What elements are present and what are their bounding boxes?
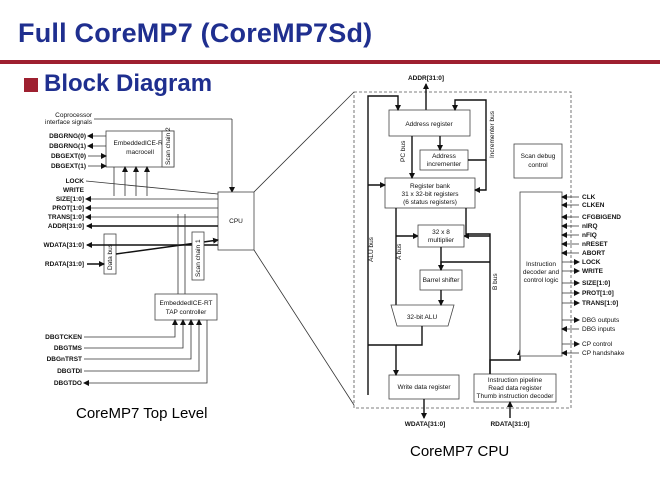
dbg-signal-label: DBGEXT(1): [51, 163, 86, 170]
alu-label: 32-bit ALU: [407, 314, 438, 321]
multiplier-label: 32 x 8: [432, 229, 450, 236]
right-signal-label: PROT[1:0]: [582, 290, 614, 297]
right-signal-label: CLKEN: [582, 202, 605, 209]
svg-text:decoder and: decoder and: [523, 269, 560, 276]
right-signals: CLK CLKEN CFGBIGEND nIRQ nFIQ nRESET ABO…: [561, 194, 625, 357]
right-signal-label: TRANS[1:0]: [582, 300, 618, 307]
dbg-signal-label: DBGRNG(1): [49, 143, 86, 150]
svg-text:control logic: control logic: [524, 277, 559, 284]
cpu-signal-label: TRANS[1:0]: [48, 214, 84, 221]
a-bus-label: A bus: [396, 243, 403, 260]
scan-debug-control-box: [513, 143, 563, 179]
scan-chain-1-label: Scan chain 1: [195, 239, 202, 277]
tap-signal-label: DBGnTRST: [47, 356, 82, 363]
alu-bus-label: ALU bus: [368, 236, 375, 262]
tap-signal-label: DBGTMS: [54, 345, 83, 352]
address-incrementer-label: Address: [432, 153, 457, 160]
right-signal-label: CLK: [582, 194, 596, 201]
svg-text:control: control: [528, 162, 548, 169]
tap-signal-label: DBGTCKEN: [45, 334, 82, 341]
right-signal-label: nIRQ: [582, 223, 598, 230]
scan-chain-2-label: Scan chain 2: [165, 127, 172, 165]
write-data-register-label: Write data register: [398, 384, 452, 391]
cpu-signal-label: PROT[1:0]: [52, 205, 84, 212]
cpu-box: [217, 191, 255, 251]
dbg-signal-label: DBGEXT(0): [51, 153, 86, 160]
title-divider: [0, 60, 660, 64]
pipeline-box: [473, 373, 557, 403]
right-misc-label: CP control: [582, 341, 613, 348]
svg-text:multiplier: multiplier: [428, 237, 455, 244]
right-misc-label: CP handshake: [582, 350, 625, 357]
scan-chain-2-box: [161, 130, 175, 168]
right-misc-label: DBG outputs: [582, 317, 620, 324]
top-level-diagram: Coprocessor interface signals EmbeddedIC…: [43, 112, 255, 422]
right-signal-label: ABORT: [582, 250, 605, 257]
coprocessor-label-2: interface signals: [45, 119, 93, 126]
svg-text:macrocell: macrocell: [126, 149, 154, 156]
decoder-label: Instruction: [526, 261, 556, 268]
cpu-label: CPU: [229, 218, 243, 225]
tap-controller-box: [154, 293, 218, 321]
right-signal-label: nFIQ: [582, 232, 597, 239]
bullet-square-icon: [24, 78, 38, 92]
svg-text:Read data register: Read data register: [488, 385, 542, 392]
right-signal-label: LOCK: [582, 259, 601, 266]
write-data-register-box: [388, 374, 460, 400]
pc-bus-label: PC bus: [400, 140, 407, 162]
scan-debug-label: Scan debug: [521, 153, 556, 160]
right-signal-label: CFGBIGEND: [582, 214, 621, 221]
svg-text:Thumb instruction decoder: Thumb instruction decoder: [477, 393, 555, 400]
rdata-bottom-label: RDATA[31:0]: [490, 421, 529, 428]
cpu-boundary: [353, 91, 572, 409]
right-signal-label: SIZE[1:0]: [582, 280, 610, 287]
tap-signal-label: DBGTDI: [57, 368, 82, 375]
cpu-signal-label: WRITE: [63, 187, 85, 194]
cpu-signal-label: SIZE[1:0]: [56, 196, 84, 203]
b-bus-label: B bus: [492, 273, 499, 290]
addr-label: ADDR[31:0]: [48, 223, 84, 230]
coprocessor-label: Coprocessor: [55, 112, 93, 119]
address-register-label: Address register: [405, 121, 453, 128]
alu-box: [390, 304, 455, 327]
rdata-label: RDATA[31:0]: [45, 261, 84, 268]
address-register-box: [388, 109, 471, 137]
data-bus-label: Data bus: [107, 243, 114, 270]
cpu-signal-label: LOCK: [66, 178, 85, 185]
right-signal-label: nRESET: [582, 241, 608, 248]
slide-title: Full CoreMP7 (CoreMP7Sd): [18, 18, 373, 48]
top-level-caption: CoreMP7 Top Level: [76, 405, 207, 422]
cpu-caption: CoreMP7 CPU: [410, 443, 509, 460]
dbg-signal-label: DBGRNG(0): [49, 133, 86, 140]
svg-text:31 x 32-bit registers: 31 x 32-bit registers: [401, 191, 459, 198]
register-bank-box: [384, 177, 476, 209]
scan-chain-1-box: [191, 231, 205, 281]
wdata-bottom-label: WDATA[31:0]: [405, 421, 446, 428]
svg-text:(6 status registers): (6 status registers): [403, 199, 457, 206]
tap-controller-label: EmbeddedICE-RT: [160, 300, 213, 307]
right-signal-label: WRITE: [582, 268, 604, 275]
barrel-shifter-label: Barrel shifter: [423, 277, 461, 284]
right-misc-label: DBG inputs: [582, 326, 616, 333]
addr-top-label: ADDR[31:0]: [408, 75, 444, 82]
svg-text:incrementer: incrementer: [427, 161, 462, 168]
slide-subtitle: Block Diagram: [44, 70, 213, 97]
tap-signal-label: DBGTDO: [54, 380, 82, 387]
svg-text:TAP controller: TAP controller: [166, 309, 207, 316]
cpu-detail-diagram: ADDR[31:0] Address register Address incr…: [353, 75, 625, 460]
instruction-decoder-box: [519, 191, 563, 357]
ice-macrocell-label: EmbeddedICE-RT: [114, 140, 167, 147]
pipeline-label: Instruction pipeline: [488, 377, 543, 384]
incrementer-bus-label: Incrementer bus: [489, 110, 496, 158]
wdata-label: WDATA[31:0]: [43, 242, 84, 249]
register-bank-label: Register bank: [410, 183, 451, 190]
